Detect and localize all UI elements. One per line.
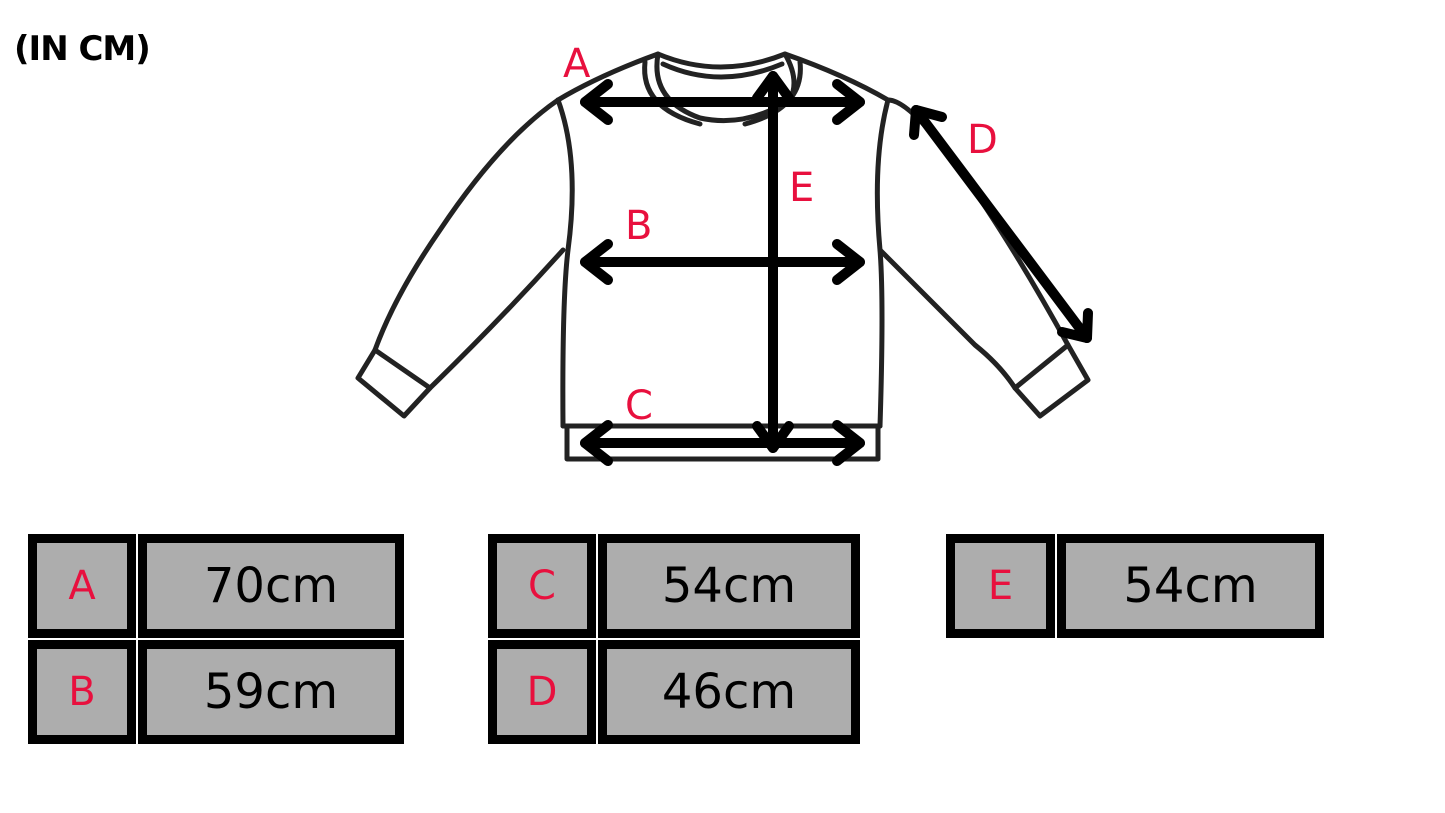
measurement-key: E (946, 534, 1055, 638)
measurement-value: 59cm (138, 640, 404, 744)
arrow-d (909, 105, 1093, 343)
measurement-key: A (28, 534, 136, 638)
diagram-label-e: E (789, 165, 815, 211)
arrow-c (580, 420, 865, 466)
measurement-value: 54cm (1057, 534, 1324, 638)
measurement-table-e: E 54cm (946, 534, 1324, 638)
unit-title: (IN CM) (14, 29, 151, 69)
measurement-row-e: E 54cm (946, 534, 1324, 638)
measurement-value: 46cm (598, 640, 860, 744)
measurement-table-ab: A 70cm B 59cm (28, 534, 404, 744)
diagram-label-b: B (625, 203, 653, 249)
measurement-row-c: C 54cm (488, 534, 860, 638)
diagram-label-d: D (967, 117, 998, 163)
measurement-value: 54cm (598, 534, 860, 638)
arrow-b (580, 239, 865, 285)
diagram-label-a: A (563, 41, 591, 87)
measurement-row-d: D 46cm (488, 640, 860, 744)
sweatshirt-outline (355, 51, 1091, 462)
measurement-key: B (28, 640, 136, 744)
measurement-arrows (580, 71, 1093, 466)
measurement-table-cd: C 54cm D 46cm (488, 534, 860, 744)
measurement-key: C (488, 534, 596, 638)
measurement-value: 70cm (138, 534, 404, 638)
measurement-key: D (488, 640, 596, 744)
measurement-row-b: B 59cm (28, 640, 404, 744)
measurement-row-a: A 70cm (28, 534, 404, 638)
arrow-e (752, 71, 794, 453)
arrow-a (580, 79, 865, 125)
diagram-label-c: C (625, 383, 653, 429)
